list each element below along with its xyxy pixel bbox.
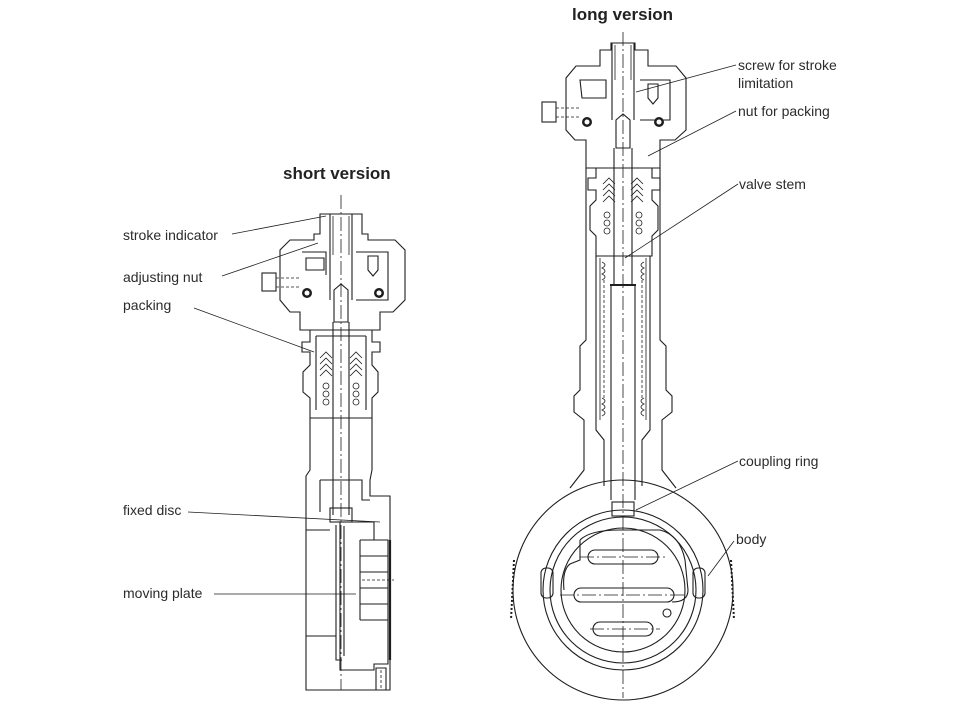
long-version-title: long version [572, 5, 674, 24]
long-clip-left [540, 567, 554, 599]
long-extension-shaft [610, 285, 636, 420]
label-packing: packing [123, 297, 172, 313]
long-packing-housing [587, 167, 661, 257]
leader-screw-stroke [635, 64, 737, 93]
leader-valve-stem [624, 183, 739, 259]
long-coupling-ring [611, 501, 635, 517]
long-body-outer [512, 479, 734, 701]
short-cavity [302, 251, 389, 301]
short-cavity-inner [305, 257, 325, 271]
leader-coupling-ring [635, 460, 739, 511]
short-bottom-screw [375, 667, 387, 691]
long-bonnet-outline [565, 42, 687, 169]
label-valve-stem: valve stem [739, 176, 806, 192]
long-packing-rings-left [602, 177, 616, 203]
short-packing-rings-left [319, 351, 333, 377]
short-stem-lower [332, 322, 350, 515]
short-version-drawing [261, 195, 406, 691]
short-bonnet-outline [279, 213, 406, 331]
long-body-ring [542, 509, 704, 671]
long-extension-neck [569, 168, 677, 489]
leader-fixed-disc [187, 511, 381, 523]
short-coupling [319, 479, 370, 512]
short-knob-shaft [276, 277, 300, 288]
label-fixed-disc: fixed disc [123, 502, 182, 518]
label-moving-plate: moving plate [123, 585, 203, 601]
short-set-screw [367, 255, 379, 277]
short-moving-plate [335, 525, 342, 661]
short-fixed-disc [339, 521, 389, 671]
long-side-knob [541, 101, 557, 123]
short-stem-bore [333, 283, 349, 323]
leader-body [707, 540, 735, 577]
long-stem-bore [615, 113, 631, 149]
long-clip-right [692, 567, 706, 599]
long-version-drawing [510, 32, 735, 701]
long-valve-stem [613, 148, 633, 285]
short-thread [332, 216, 350, 255]
short-version-title: short version [283, 164, 391, 183]
leader-adjusting-nut [221, 242, 319, 277]
short-disc-slots [360, 539, 388, 621]
label-screw-stroke-limitation-1: screw for stroke [738, 57, 837, 73]
long-disc [560, 527, 686, 653]
leader-stroke-indicator [231, 215, 327, 235]
label-coupling-ring: coupling ring [739, 453, 819, 469]
long-packing-rings-right [630, 177, 644, 203]
leader-lines [187, 64, 739, 595]
short-neck [305, 418, 391, 691]
short-packing-gland [315, 335, 367, 410]
short-stem-upper [329, 214, 353, 300]
label-screw-stroke-limitation-2: limitation [738, 75, 794, 91]
label-stroke-indicator: stroke indicator [123, 227, 218, 243]
label-nut-for-packing: nut for packing [738, 103, 830, 119]
label-body: body [736, 531, 767, 547]
long-bellows [599, 258, 647, 420]
long-moving-plate [563, 529, 689, 603]
long-stroke-screw [647, 83, 659, 105]
short-side-knob [261, 272, 277, 292]
leader-nut-packing [647, 110, 737, 157]
short-packing-rings-right [349, 351, 363, 377]
label-adjusting-nut: adjusting nut [123, 269, 203, 285]
leader-packing [193, 307, 315, 353]
long-stem-upper [611, 43, 635, 120]
